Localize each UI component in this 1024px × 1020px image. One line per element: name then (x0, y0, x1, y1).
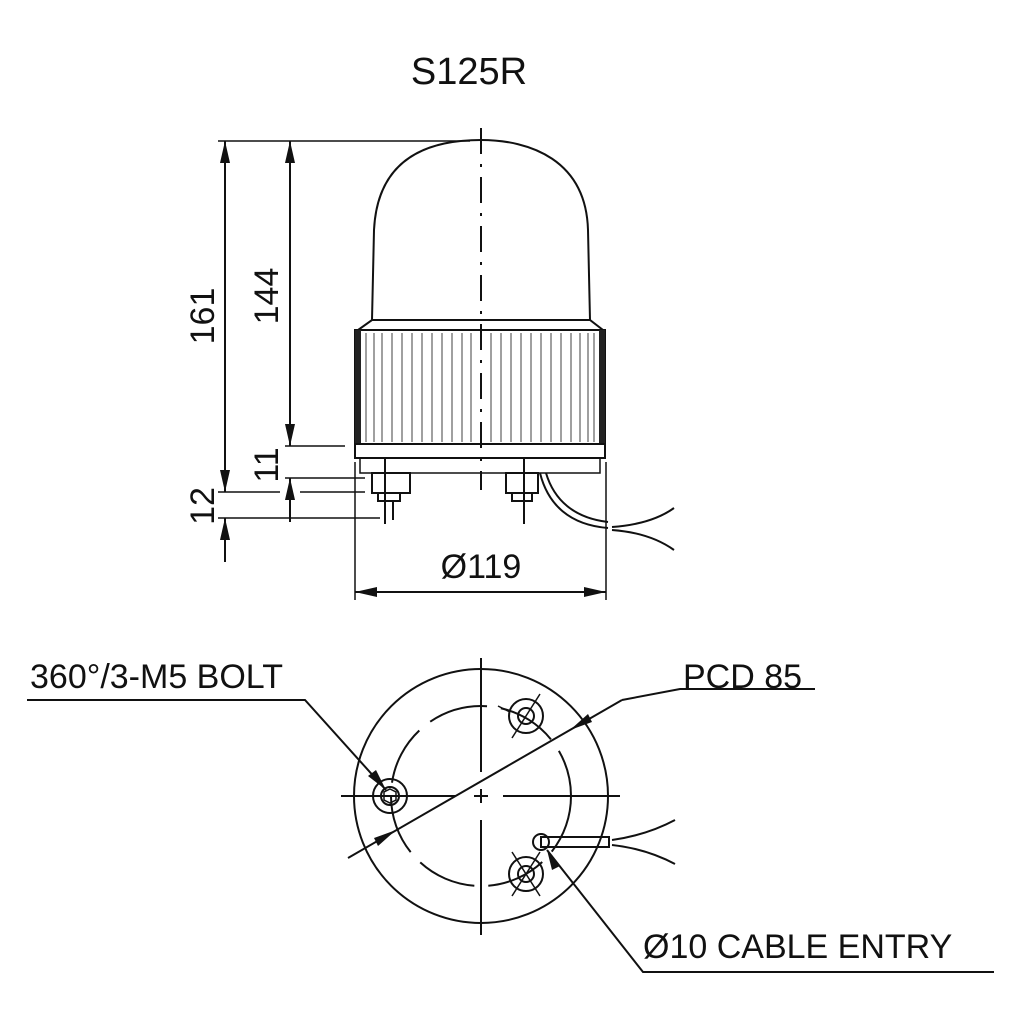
cable (539, 472, 675, 551)
drawing-title: S125R (411, 51, 527, 93)
cable-entry-leader (546, 849, 994, 973)
left-bolt (371, 458, 411, 524)
dim-overall-height: 161 (184, 288, 222, 345)
base-plate (359, 457, 601, 474)
bolt-bottom-right (508, 851, 544, 897)
dim-base-height: 11 (248, 447, 286, 482)
cable-entry-callout: Ø10 CABLE ENTRY (643, 928, 952, 966)
bottom-view: 360°/3-M5 BOLT PCD 85 Ø10 CABLE ENTRY (27, 658, 994, 973)
bolt-top-right (497, 693, 544, 739)
ribbed-body (354, 329, 606, 445)
bolt-left (372, 778, 408, 814)
dim-diameter: Ø119 (441, 548, 522, 586)
cable-entry (532, 819, 676, 865)
pcd-callout: PCD 85 (683, 658, 802, 696)
side-view: 161 144 11 12 Ø119 (184, 128, 675, 600)
pcd-leader (621, 688, 815, 701)
dim-bolt-length: 12 (184, 487, 222, 525)
bolt-callout: 360°/3-M5 BOLT (30, 658, 283, 696)
dim-body-height: 144 (248, 268, 286, 325)
dome-lens (371, 138, 591, 321)
right-bolt (505, 458, 539, 524)
bolt-leader (27, 699, 387, 791)
dimension-lines (218, 140, 607, 600)
